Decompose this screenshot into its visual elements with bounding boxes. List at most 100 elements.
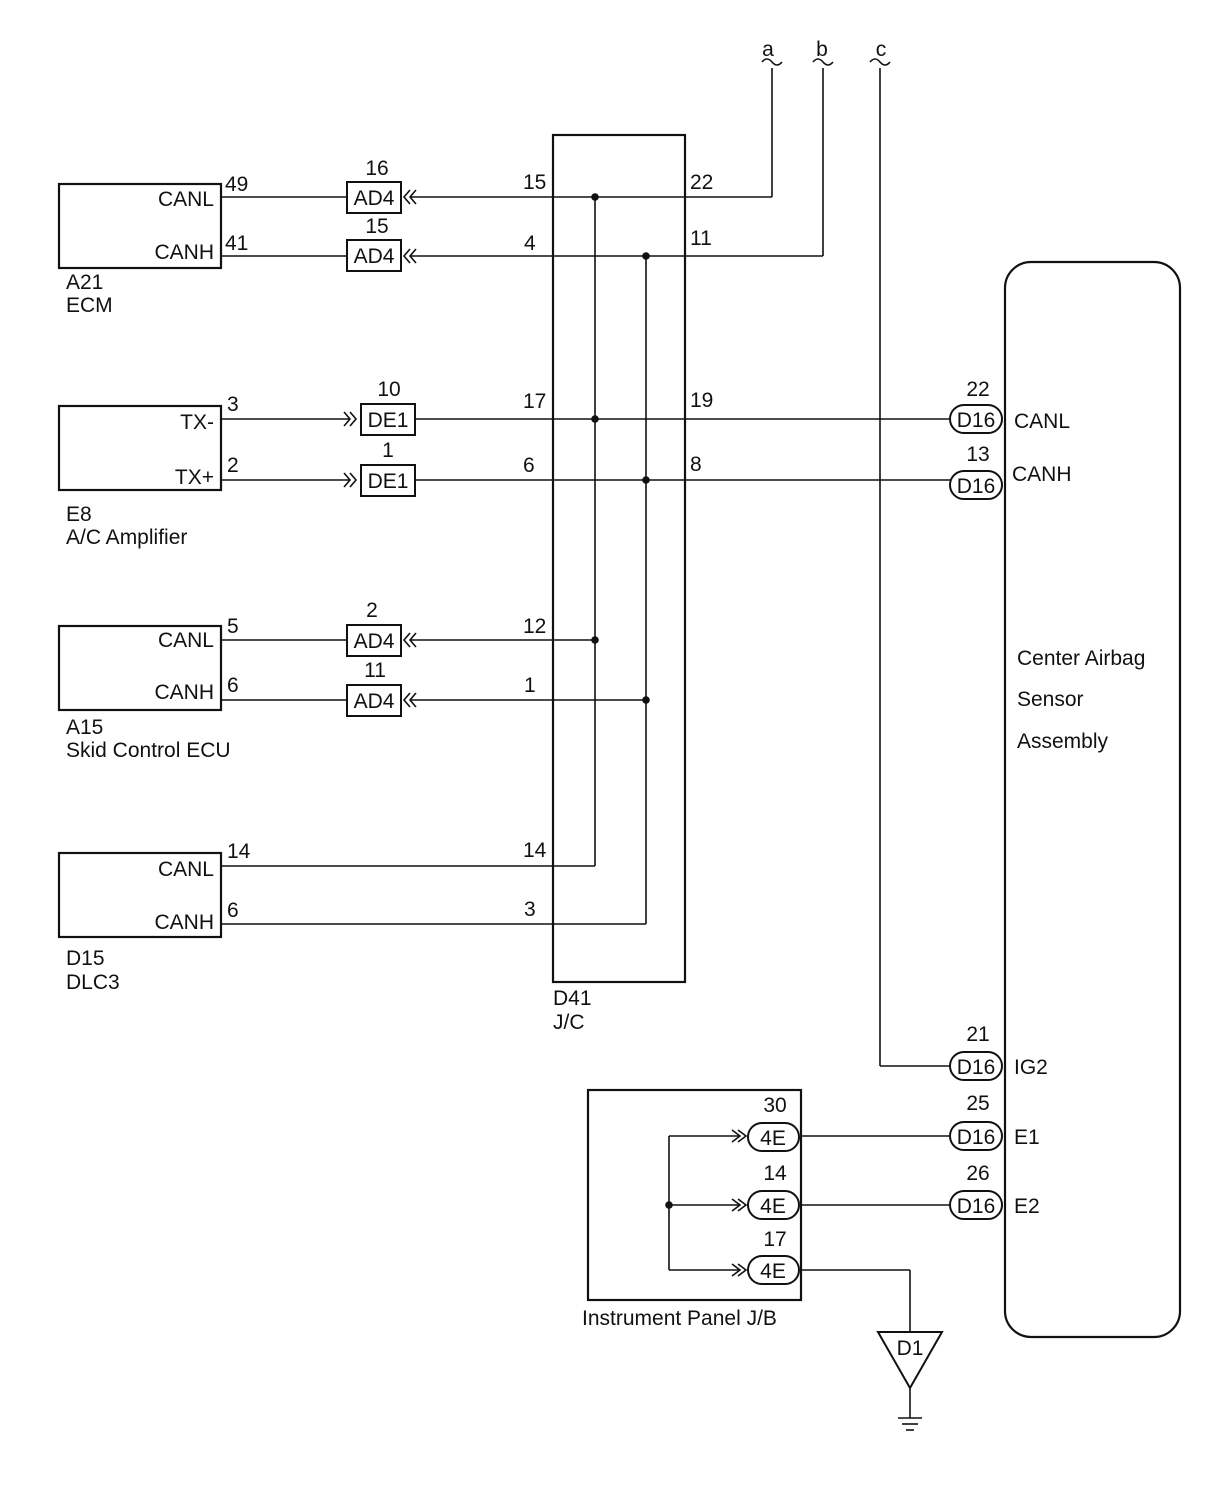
connector-chevron-icon (402, 692, 417, 708)
skid-control-ecu-component: CANL CANH 5 6 A15 Skid Control ECU (57, 615, 239, 762)
wires (222, 68, 950, 1418)
ecm-canh-pin: 41 (225, 232, 248, 255)
wire-end-a-mark (761, 58, 783, 66)
jc-pin-ac-txp: 6 (523, 454, 535, 477)
instrument-panel-jb: Instrument Panel J/B 4E 30 4E 14 4E 17 (582, 1088, 803, 1330)
jc-pin-out-canh: 8 (690, 453, 702, 476)
ip-jb-pin-1: 30 (763, 1094, 786, 1117)
ecm-canl-conn-pin: 16 (365, 157, 388, 180)
skid-connectors: AD4 2 AD4 11 (346, 599, 417, 717)
airbag-ig2-conn: D16 (957, 1056, 996, 1079)
jc-pin-skid-canh: 1 (524, 674, 536, 697)
connector-chevron-icon (731, 1198, 748, 1212)
airbag-e1-label: E1 (1014, 1126, 1040, 1149)
ac-amp-txp-conn-pin: 1 (382, 439, 394, 462)
connector-chevron-icon (731, 1129, 748, 1143)
jc-pin-skid-canl: 12 (523, 615, 546, 638)
connector-chevron-icon (343, 472, 358, 488)
ecm-code: A21 (66, 271, 103, 294)
center-airbag-sensor-assembly: Center Airbag Sensor Assembly D16 22 CAN… (949, 260, 1182, 1339)
dlc3-canl-pin: 14 (227, 840, 251, 863)
skid-canh-label: CANH (154, 681, 214, 704)
airbag-name-line-3: Assembly (1017, 730, 1109, 753)
airbag-e1-pin: 25 (966, 1092, 989, 1115)
connector-chevron-icon (731, 1263, 748, 1277)
skid-name: Skid Control ECU (66, 739, 231, 762)
airbag-canl-conn: D16 (957, 409, 996, 432)
ecm-canh-conn-pin: 15 (365, 215, 388, 238)
airbag-e1-conn: D16 (957, 1126, 996, 1149)
ac-amp-txp-label: TX+ (175, 466, 214, 489)
wire-label-a: a (762, 38, 774, 61)
airbag-ig2-label: IG2 (1014, 1056, 1048, 1079)
ecm-canh-label: CANH (154, 241, 214, 264)
skid-canh-conn: AD4 (354, 690, 395, 713)
jc-pin-dlc3-canh: 3 (524, 898, 536, 921)
airbag-e2-label: E2 (1014, 1195, 1040, 1218)
ac-amp-name: A/C Amplifier (66, 526, 187, 549)
airbag-name-line-1: Center Airbag (1017, 647, 1145, 670)
airbag-ig2-pin: 21 (966, 1023, 989, 1046)
skid-code: A15 (66, 716, 103, 739)
dlc3-canh-label: CANH (154, 911, 214, 934)
jc-pin-out-canl: 19 (690, 389, 713, 412)
ground-triangle-icon (876, 1331, 944, 1391)
ecm-canh-conn: AD4 (354, 245, 395, 268)
wire-end-c-mark (869, 58, 891, 66)
skid-canl-conn-pin: 2 (366, 599, 378, 622)
airbag-canl-pin: 22 (966, 378, 989, 401)
ground-point-d1: D1 (876, 1331, 944, 1431)
airbag-canh-pin: 13 (966, 443, 989, 466)
ecm-component: CANL CANH 49 41 A21 ECM (57, 173, 248, 317)
connector-chevron-icon (402, 632, 417, 648)
wire-label-c: c (876, 38, 887, 61)
connector-chevron-icon (402, 189, 417, 205)
ip-jb-conn-2: 4E (760, 1195, 786, 1218)
wire-end-marks (761, 58, 891, 66)
skid-canl-pin: 5 (227, 615, 239, 638)
dlc3-name: DLC3 (66, 971, 120, 994)
junction-dots (591, 193, 673, 1209)
skid-canl-conn: AD4 (354, 630, 395, 653)
airbag-e2-conn: D16 (957, 1195, 996, 1218)
ac-amp-txm-conn: DE1 (368, 409, 409, 432)
ground-label: D1 (897, 1337, 924, 1360)
skid-canh-conn-pin: 11 (364, 659, 386, 682)
ip-jb-pin-2: 14 (763, 1162, 787, 1185)
jc-name: J/C (553, 1011, 585, 1034)
ip-jb-conn-3: 4E (760, 1260, 786, 1283)
airbag-canh-label: CANH (1012, 463, 1072, 486)
wire-end-b-mark (812, 58, 834, 66)
ac-amp-txm-pin: 3 (227, 393, 239, 416)
ac-amp-connectors: DE1 10 DE1 1 (343, 378, 416, 497)
dlc3-canl-label: CANL (158, 858, 214, 881)
connector-chevron-icon (402, 248, 417, 264)
ip-jb-conn-1: 4E (760, 1127, 786, 1150)
ac-amp-txp-pin: 2 (227, 454, 239, 477)
airbag-canh-conn: D16 (957, 475, 996, 498)
jc-pin-ecm-canh: 4 (524, 232, 536, 255)
jc-pin-out-b: 11 (690, 227, 712, 250)
ecm-canl-label: CANL (158, 188, 214, 211)
jc-pin-ac-txm: 17 (523, 390, 546, 413)
jc-pin-dlc3-canl: 14 (523, 839, 547, 862)
dlc3-code: D15 (66, 947, 105, 970)
ecm-name: ECM (66, 294, 113, 317)
junction-connector-d41: 15 4 17 6 12 1 14 3 22 11 19 8 D41 J/C (523, 133, 713, 1034)
ip-jb-pin-3: 17 (763, 1228, 786, 1251)
dlc3-component: CANL CANH 14 6 D15 DLC3 (57, 840, 251, 994)
ac-amp-txm-label: TX- (180, 411, 214, 434)
ecm-connectors: AD4 16 AD4 15 (346, 157, 417, 272)
jc-code: D41 (553, 987, 592, 1010)
airbag-name-line-2: Sensor (1017, 688, 1084, 711)
dlc3-canh-pin: 6 (227, 899, 239, 922)
skid-canh-pin: 6 (227, 674, 239, 697)
jc-pin-ecm-canl: 15 (523, 171, 546, 194)
skid-canl-label: CANL (158, 629, 214, 652)
ac-amp-txp-conn: DE1 (368, 470, 409, 493)
ecm-canl-conn: AD4 (354, 187, 395, 210)
ac-amplifier-component: TX- TX+ 3 2 E8 A/C Amplifier (57, 393, 239, 549)
ecm-canl-pin: 49 (225, 173, 248, 196)
